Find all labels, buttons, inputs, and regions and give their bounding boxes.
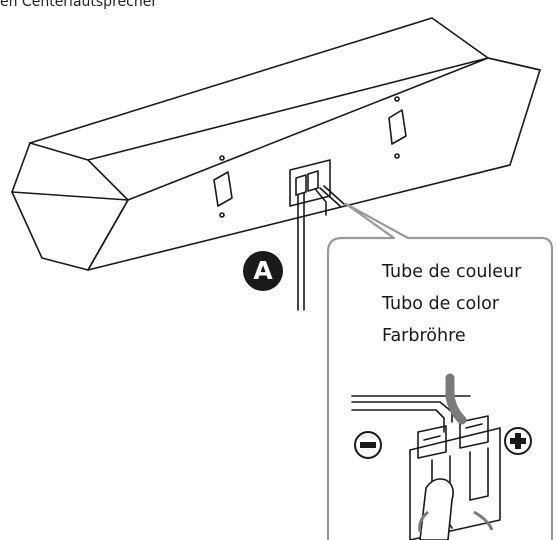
- label-german: Farbröhre: [382, 326, 466, 346]
- center-speaker: [11, 17, 541, 271]
- label-french: Tube de couleur: [382, 262, 522, 282]
- push-arrow-icon: [418, 510, 429, 533]
- color-tube: [445, 373, 467, 425]
- speaker-cable: [297, 185, 345, 311]
- terminal-detail: [351, 395, 501, 540]
- label-spanish: Tubo de color: [382, 294, 500, 314]
- callout-marker-letter: A: [253, 256, 273, 285]
- mount-slot-left: [213, 155, 233, 218]
- mount-slot-right: [388, 96, 407, 159]
- callout-box: [326, 202, 554, 540]
- finger: [419, 478, 454, 540]
- top-caption: en Centerlautsprecher: [0, 0, 158, 10]
- callout-marker-badge: [243, 251, 283, 291]
- minus-icon: [354, 431, 382, 459]
- release-arrow-icon: [473, 510, 494, 531]
- plus-icon: [504, 427, 532, 455]
